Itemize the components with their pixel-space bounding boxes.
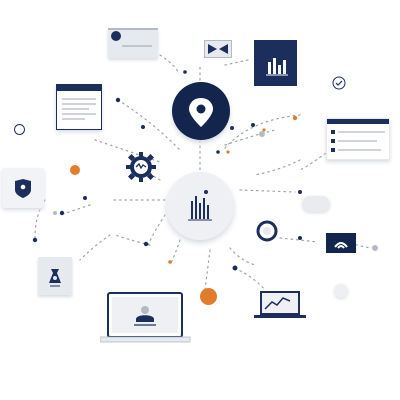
shield-card xyxy=(2,168,44,208)
ring-icon xyxy=(256,220,278,242)
bowtie-icon xyxy=(208,44,228,54)
badge-icon xyxy=(332,76,346,90)
gear-icon xyxy=(126,152,156,182)
wifi-icon xyxy=(334,242,348,249)
flag-card xyxy=(108,28,158,58)
ring-node xyxy=(256,220,278,242)
laptop-icon xyxy=(100,292,191,343)
gray-circle xyxy=(334,284,348,298)
bar-chart-icon xyxy=(188,190,212,221)
orange-node xyxy=(200,288,217,305)
location-pin-hub xyxy=(172,82,230,140)
shield-icon xyxy=(15,179,31,198)
line-chart-icon xyxy=(254,291,306,318)
wifi-card xyxy=(326,233,356,253)
bag-icon xyxy=(49,269,61,287)
bag-card xyxy=(38,257,72,295)
document-icon xyxy=(57,85,101,120)
checklist-panel xyxy=(326,118,390,160)
bar-chart-tile xyxy=(254,40,297,86)
flag-icon xyxy=(108,28,158,47)
bowtie-card xyxy=(204,40,232,58)
empty-circle-marker xyxy=(14,124,25,135)
orange-dot xyxy=(70,165,80,175)
monitor-device xyxy=(252,290,306,322)
text-document-card xyxy=(56,84,102,130)
bar-chart-icon xyxy=(266,58,288,76)
location-pin-icon xyxy=(189,98,213,127)
checklist-icon xyxy=(327,119,389,152)
analytics-hub xyxy=(166,172,234,240)
gray-pill xyxy=(302,196,330,212)
gear-node xyxy=(126,152,156,182)
laptop-device xyxy=(100,292,192,344)
